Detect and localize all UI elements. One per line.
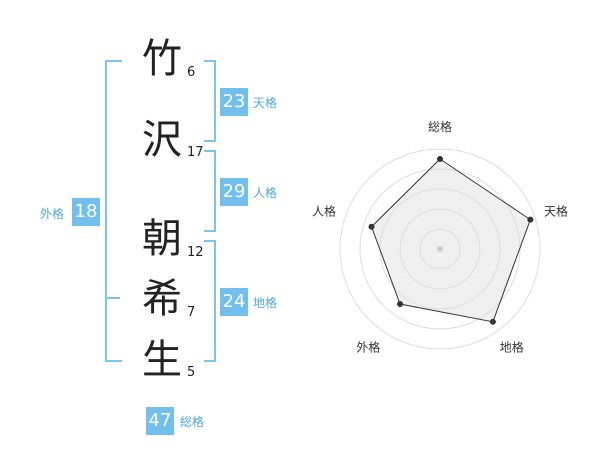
name-char-5: 生 [142, 337, 182, 383]
radar-axis-label: 天格 [544, 203, 568, 218]
radar-point [397, 301, 404, 308]
radar-center [437, 246, 443, 252]
gaikaku-bracket-divider [105, 297, 120, 299]
tenkaku-badge: 23 [220, 88, 248, 116]
tenkaku-label: 天格 [253, 96, 278, 110]
gaikaku-label: 外格 [40, 207, 65, 221]
jinkaku-badge: 29 [220, 178, 248, 206]
stroke-count-3: 12 [187, 245, 204, 260]
radar-axis-label: 地格 [500, 340, 524, 355]
chikaku-bracket [204, 240, 216, 362]
radar-axis-label: 総格 [428, 119, 452, 134]
chikaku-label: 地格 [253, 296, 278, 310]
name-char-3: 朝 [142, 216, 182, 262]
jinkaku-label: 人格 [253, 186, 278, 200]
radar-ring [399, 208, 481, 290]
stroke-count-5: 5 [187, 365, 196, 380]
radar-point [437, 156, 443, 162]
name-char-4: 希 [142, 276, 182, 322]
radar-data-polygon [370, 158, 531, 323]
stroke-count-4: 7 [187, 305, 196, 320]
radar-axis-label: 人格 [312, 203, 336, 218]
name-char-2: 沢 [142, 117, 182, 163]
name-char-1: 竹 [142, 36, 182, 82]
radar-point [368, 223, 375, 230]
soukaku-badge: 47 [146, 407, 174, 435]
stroke-count-1: 6 [187, 65, 196, 80]
radar-point [527, 216, 534, 223]
radar-ring [419, 228, 461, 270]
gaikaku-bracket [105, 60, 122, 362]
gaikaku-badge: 18 [72, 198, 100, 226]
jinkaku-bracket [204, 150, 216, 232]
tenkaku-bracket [204, 60, 216, 142]
soukaku-label: 総格 [180, 415, 205, 429]
radar-point [489, 318, 496, 325]
radar-axis-label: 外格 [356, 340, 380, 355]
chikaku-badge: 24 [220, 288, 248, 316]
stroke-count-2: 17 [187, 145, 204, 160]
